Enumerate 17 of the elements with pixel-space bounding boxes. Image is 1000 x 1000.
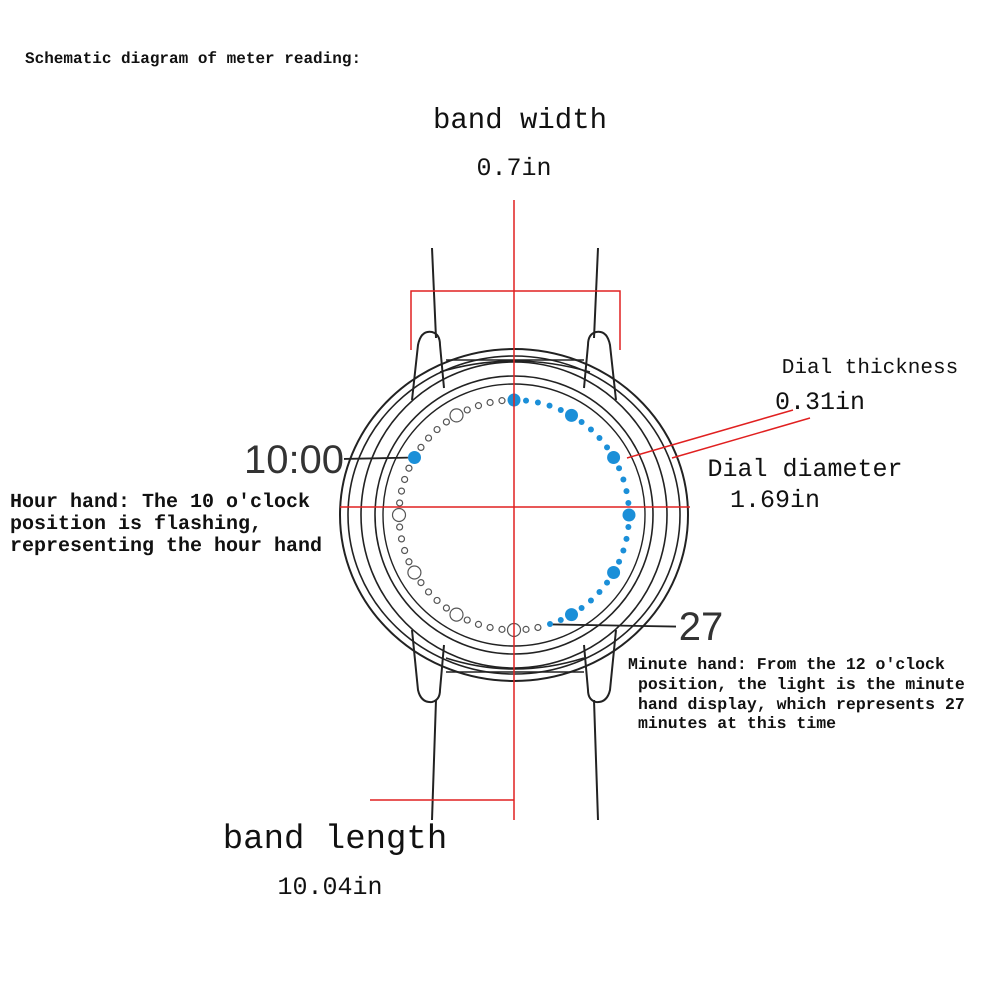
note-text: Hour hand: The 10 o'clock position is flashing, representing the hour hand (10, 492, 324, 558)
dimension-label: Dial thickness (780, 356, 960, 382)
lit-dot (408, 451, 421, 464)
leader-line (552, 624, 676, 628)
diagram-title: Schematic diagram of meter reading: (25, 50, 362, 68)
note-text: Minute hand: From the 12 o'clock position, the light is the minute hand display, which represents 27 minutes at this time (628, 655, 966, 734)
leader-line (344, 456, 408, 460)
dimension-label: 10.04in (276, 873, 384, 903)
dimension-label: 0.7in (475, 154, 552, 184)
lit-dot (546, 621, 553, 628)
dimension-label: 1.69in (728, 486, 821, 516)
time-label: 10:00 (244, 438, 344, 482)
dimension-label: Dial diameter (706, 455, 904, 485)
dimension-label: band width (432, 104, 608, 139)
time-label: 27 (676, 605, 726, 649)
dimension-label: band length (222, 820, 448, 861)
dimension-label: 0.31in (774, 388, 866, 418)
